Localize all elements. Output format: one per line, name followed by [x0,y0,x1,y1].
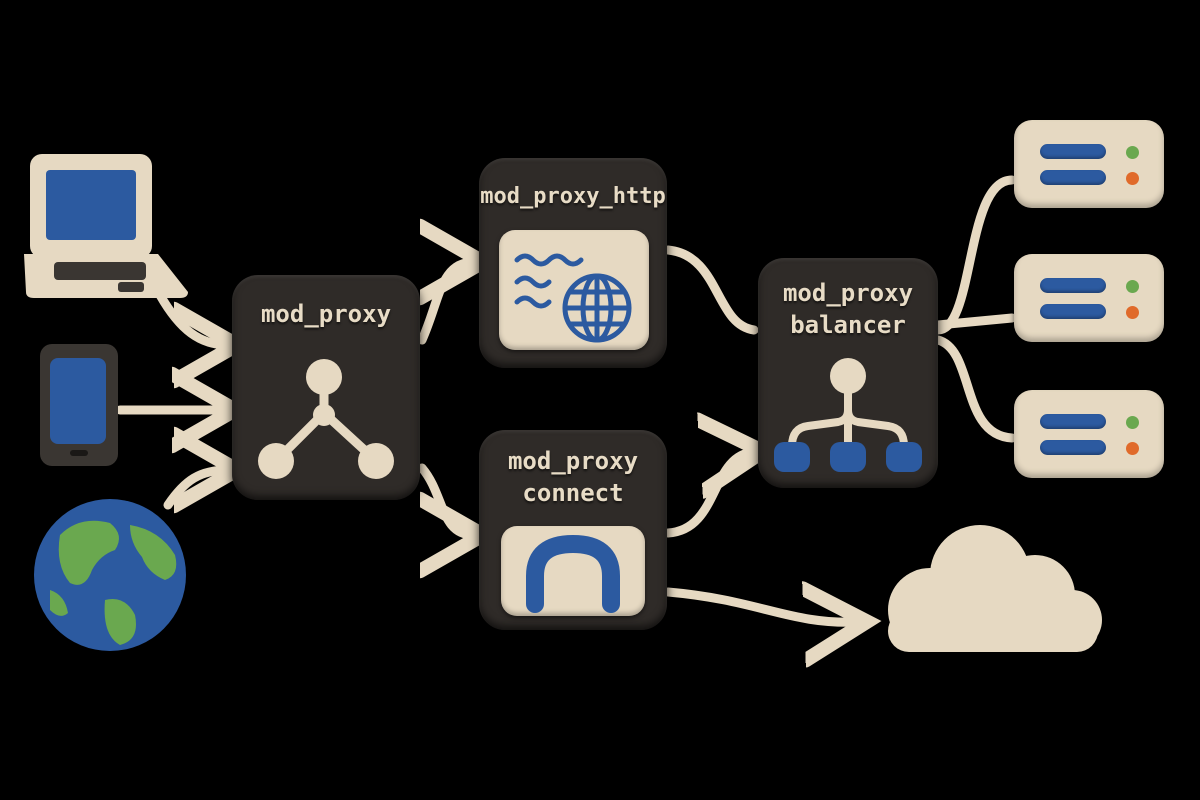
connect-panel [501,526,645,616]
hub-icon [258,359,394,479]
mod-proxy-http-label: mod_proxy_http [480,184,666,209]
http-panel [499,230,649,350]
server-icon [1014,120,1164,208]
globe-icon [34,499,186,651]
mod-proxy-http-node: mod_proxy_http [479,158,667,368]
connector-mod-proxy-to-http [417,262,474,345]
laptop-icon [24,154,188,298]
connector-connect-to-cloud [663,592,858,622]
connector-laptop-to-mod-proxy [155,290,228,345]
mod-proxy-balancer-label-2: balancer [790,311,906,339]
connector-http-to-balancer [663,245,759,335]
mod-proxy-label: mod_proxy [260,300,392,328]
connector-balancer-to-server-3 [933,335,1017,443]
connector-globe-to-mod-proxy [163,470,228,505]
tunnel-icon [526,534,620,613]
web-globe-icon [514,253,632,343]
mod-proxy-balancer-node: mod_proxy balancer [758,258,938,488]
connector-balancer-to-server-2 [933,313,1017,330]
connector-mod-proxy-to-connect [417,463,474,535]
cloud-icon [888,525,1102,652]
server-icon [1014,390,1164,478]
mod-proxy-connect-label-1: mod_proxy [507,447,639,475]
phone-icon [40,344,118,466]
mod-proxy-connect-label-2: connect [522,479,624,507]
mod-proxy-balancer-label-1: mod_proxy [782,279,914,307]
connector-connect-to-balancer [663,452,754,538]
mod-proxy-node: mod_proxy [232,275,420,500]
balancer-tree-icon [774,358,922,472]
mod-proxy-connect-node: mod_proxy connect [479,430,667,630]
connector-balancer-to-server-1 [933,175,1017,335]
server-icon [1014,254,1164,342]
